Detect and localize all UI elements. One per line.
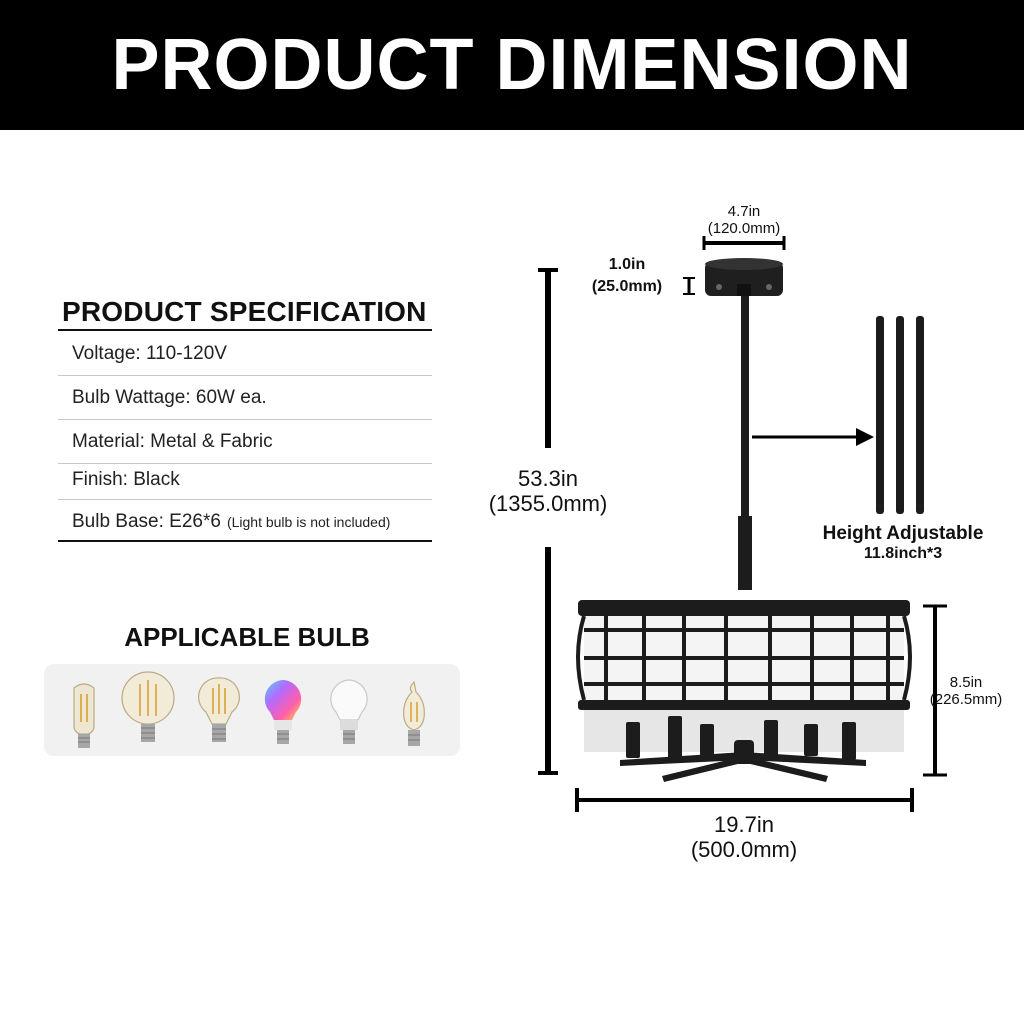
canopy-width-label: 4.7in (120.0mm) — [684, 203, 804, 238]
rod-pointer-arrow — [752, 428, 874, 446]
canopy-width-dimension-line — [702, 236, 786, 250]
spec-divider-bottom — [58, 540, 432, 542]
canopy — [705, 258, 783, 296]
total-height-in: 53.3in — [518, 466, 578, 491]
height-adjustable-rods — [876, 316, 924, 514]
page-title: PRODUCT DIMENSION — [111, 25, 913, 105]
spec-material: Material: Metal & Fabric — [72, 431, 273, 452]
rods-title: Height Adjustable — [822, 523, 984, 544]
spec-title: PRODUCT SPECIFICATION — [62, 296, 427, 327]
canopy-height-dimension-line — [683, 277, 695, 295]
diameter-mm: (500.0mm) — [690, 837, 798, 863]
diameter-dimension-line — [575, 788, 914, 812]
canopy-width-mm: (120.0mm) — [707, 220, 781, 238]
canopy-height-label: 1.0in (25.0mm) — [572, 254, 682, 297]
canopy-height-mm: (25.0mm) — [591, 277, 663, 295]
candle-filament-bulb-icon — [403, 680, 425, 746]
spec-divider-top — [58, 329, 432, 331]
canopy-height-in: 1.0in — [608, 256, 646, 273]
spec-wattage: Bulb Wattage: 60W ea. — [72, 387, 267, 408]
downrod-coupler — [738, 516, 752, 590]
shade-height-dimension-line — [923, 604, 947, 777]
rods-label: Height Adjustable 11.8inch*3 — [798, 523, 1008, 563]
header-banner: PRODUCT DIMENSION — [0, 0, 1024, 130]
spec-row-wattage: Bulb Wattage: 60W ea. — [58, 375, 432, 420]
spec-base-text: Bulb Base: E26*6 — [72, 511, 221, 532]
total-height-mm: (1355.0mm) — [488, 491, 608, 517]
spec-base-note: (Light bulb is not included) — [226, 514, 391, 530]
led-a19-bulb-icon — [330, 679, 368, 744]
canopy-width-in: 4.7in — [727, 203, 761, 220]
shade-height-in: 8.5in — [949, 674, 983, 691]
total-height-dimension-line — [538, 268, 558, 775]
spec-finish: Finish: Black — [72, 469, 180, 490]
bulb-title: APPLICABLE BULB — [124, 622, 370, 652]
spec-row-material: Material: Metal & Fabric — [58, 419, 432, 464]
spec-voltage: Voltage: 110-120V — [72, 343, 227, 364]
shade-height-label: 8.5in (226.5mm) — [916, 674, 1016, 709]
a19-filament-bulb-icon — [198, 677, 240, 742]
shade-height-mm: (226.5mm) — [929, 691, 1003, 709]
bulb-panel — [44, 664, 460, 756]
spec-row-voltage: Voltage: 110-120V — [58, 331, 432, 376]
spec-base: Bulb Base: E26*6 (Light bulb is not inclu… — [72, 511, 390, 533]
downrod — [741, 296, 749, 518]
globe-filament-bulb-icon — [121, 671, 175, 742]
socket-arms — [620, 716, 866, 782]
rgb-smart-bulb-icon — [264, 680, 302, 744]
rods-detail: 11.8inch*3 — [863, 544, 943, 562]
spec-row-base: Bulb Base: E26*6 (Light bulb is not inclu… — [58, 499, 432, 540]
spec-row-finish: Finish: Black — [58, 459, 432, 500]
diameter-in: 19.7in — [714, 812, 774, 837]
diameter-label: 19.7in (500.0mm) — [664, 812, 824, 863]
tubular-filament-bulb-icon — [73, 683, 95, 748]
total-height-label: 53.3in (1355.0mm) — [468, 466, 628, 517]
